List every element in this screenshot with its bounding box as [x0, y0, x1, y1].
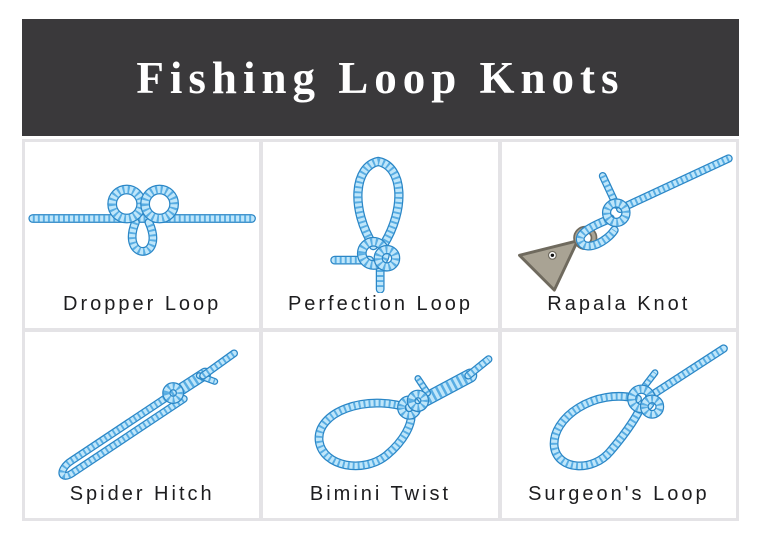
surgeons-loop-drawing [549, 344, 728, 471]
knot-cell-spider-hitch: Spider Hitch [25, 332, 260, 518]
rapala-knot-illustration [502, 142, 736, 293]
bimini-twist-drawing [315, 355, 493, 471]
knot-label-spider-hitch: Spider Hitch [69, 483, 215, 505]
surgeons-loop-illustration [502, 332, 736, 483]
knot-cell-dropper-loop: Dropper Loop [25, 142, 260, 328]
spider-hitch-drawing [58, 349, 239, 480]
knot-label-perfection-loop: Perfection Loop [287, 293, 474, 315]
perfection-loop-illustration [263, 142, 497, 293]
page-title: Fishing Loop Knots [136, 52, 625, 103]
knot-cell-bimini-twist: Bimini Twist [263, 332, 498, 518]
dropper-loop-illustration [25, 142, 259, 293]
rapala-knot-drawing [517, 154, 733, 292]
knot-cell-perfection-loop: Perfection Loop [263, 142, 498, 328]
dropper-loop-drawing [28, 184, 256, 256]
knot-label-dropper-loop: Dropper Loop [63, 293, 222, 315]
knot-cell-surgeons-loop: Surgeon's Loop [501, 332, 736, 518]
bimini-twist-illustration [263, 332, 497, 483]
poster: Fishing Loop Knots Dropper Loop Perfectio… [22, 19, 739, 521]
knot-label-rapala-knot: Rapala Knot [547, 293, 691, 315]
knot-cell-rapala-knot: Rapala Knot [501, 142, 736, 328]
header-bar: Fishing Loop Knots [22, 19, 739, 136]
perfection-loop-drawing [330, 156, 404, 293]
knot-label-surgeons-loop: Surgeon's Loop [528, 483, 710, 505]
spider-hitch-illustration [25, 332, 259, 483]
knot-label-bimini-twist: Bimini Twist [309, 483, 452, 505]
